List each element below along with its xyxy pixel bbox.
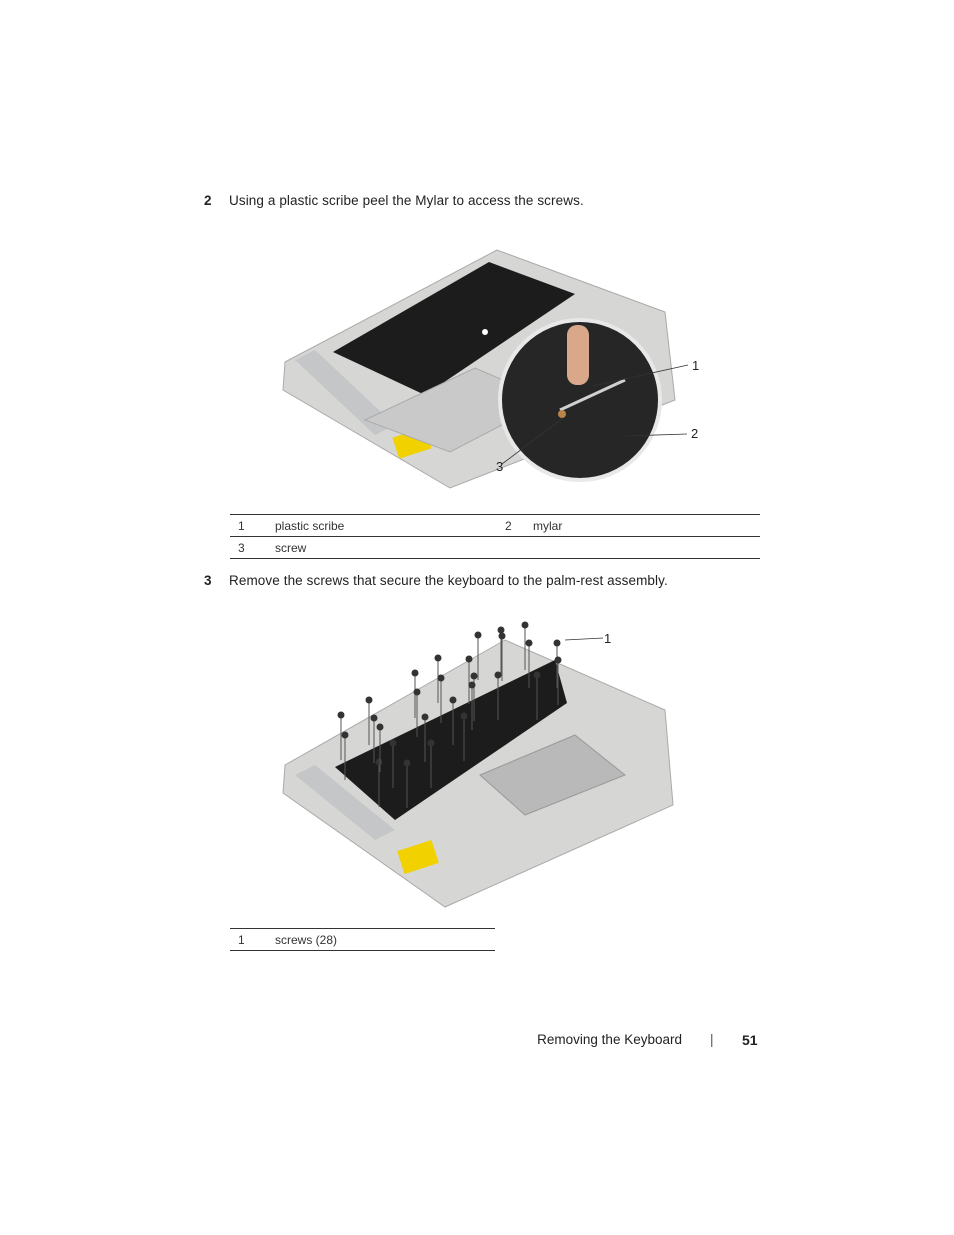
- callout-1: 1: [692, 358, 700, 373]
- legend-label: plastic scribe: [275, 518, 345, 533]
- callout-3: 3: [496, 459, 504, 474]
- table-row: 3 screw: [230, 537, 760, 559]
- legend-label: mylar: [533, 518, 563, 533]
- legend-label: screw: [275, 540, 307, 555]
- legend-number: 1: [238, 518, 245, 533]
- legend-number: 1: [238, 932, 245, 947]
- finger-icon: [567, 325, 589, 385]
- step-number: 2: [204, 193, 212, 208]
- legend-label: screws (28): [275, 932, 338, 947]
- page-number: 51: [742, 1032, 758, 1048]
- callout-1: 1: [604, 631, 612, 646]
- figure-remove-screws: [282, 621, 674, 908]
- legend-table-figure-1: 1 plastic scribe 2 mylar 3 screw: [230, 514, 760, 559]
- step-text: Using a plastic scribe peel the Mylar to…: [229, 193, 584, 208]
- callout-2: 2: [691, 426, 699, 441]
- footer-chapter-title: Removing the Keyboard: [537, 1032, 682, 1047]
- footer-separator: |: [710, 1032, 714, 1047]
- step-number: 3: [204, 573, 212, 588]
- figure-peel-mylar: [282, 249, 689, 489]
- table-row: 1 screws (28): [230, 928, 495, 951]
- legend-number: 3: [238, 540, 245, 555]
- table-row: 1 plastic scribe 2 mylar: [230, 514, 760, 537]
- legend-table-figure-2: 1 screws (28): [230, 928, 495, 951]
- screws-icon: [337, 621, 562, 808]
- step-text: Remove the screws that secure the keyboa…: [229, 573, 668, 588]
- warning-label-icon: [397, 840, 439, 874]
- legend-number: 2: [505, 518, 512, 533]
